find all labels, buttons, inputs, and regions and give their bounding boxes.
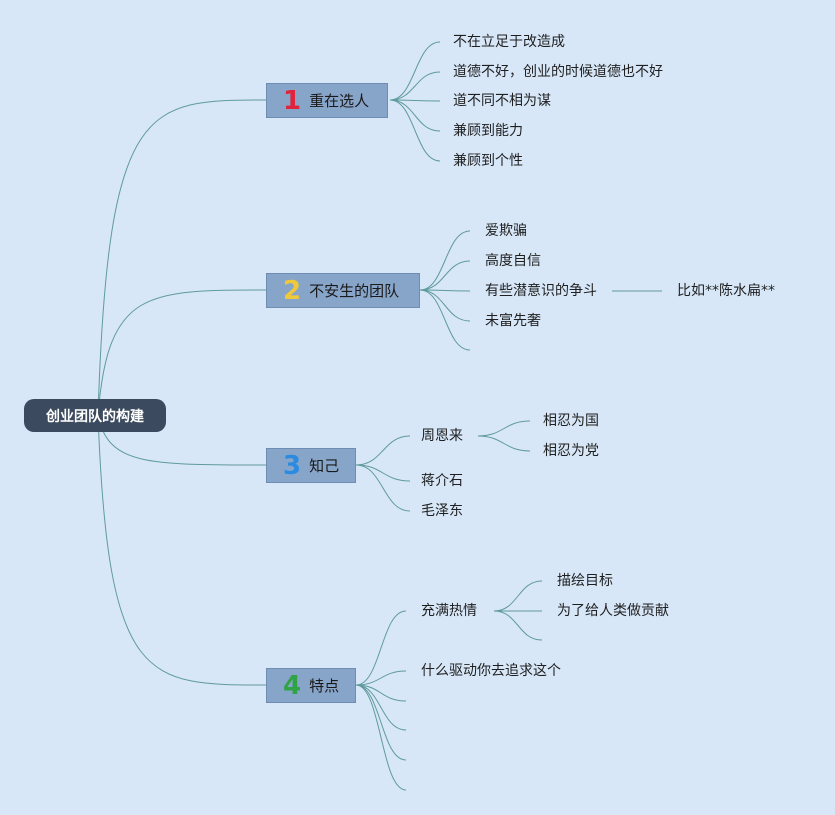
- branch-node-4[interactable]: 4 特点: [266, 668, 356, 703]
- leaf-2-3[interactable]: 有些潜意识的争斗: [485, 283, 597, 299]
- leaf-4-1[interactable]: 充满热情: [421, 603, 477, 619]
- b4-sub-link-3: [493, 610, 543, 641]
- branch-number-3: 3: [283, 450, 302, 481]
- subnote-2[interactable]: 比如**陈水扁**: [677, 283, 775, 299]
- b3-link-1: [355, 435, 411, 466]
- root-link-1: [97, 99, 267, 416]
- subleaf-4-1[interactable]: 描绘目标: [557, 573, 613, 589]
- subleaf-4-2[interactable]: 为了给人类做贡献: [557, 603, 669, 619]
- leaf-1-4[interactable]: 兼顾到能力: [453, 123, 523, 139]
- b1-link-4: [389, 99, 441, 132]
- leaf-1-5[interactable]: 兼顾到个性: [453, 153, 523, 169]
- b4-sub-link-1: [493, 580, 543, 612]
- b4-link-2: [355, 670, 407, 686]
- b4-link-6: [355, 684, 407, 791]
- b2-link-1: [419, 230, 471, 291]
- subleaf-3-1[interactable]: 相忍为国: [543, 413, 599, 429]
- b1-link-5: [389, 99, 441, 162]
- leaf-1-2[interactable]: 道德不好，创业的时候道德也不好: [453, 64, 663, 80]
- branch-label-4: 特点: [309, 677, 340, 695]
- leaf-3-3[interactable]: 毛泽东: [421, 503, 463, 519]
- leaf-2-4[interactable]: 未富先奢: [485, 313, 541, 329]
- leaf-4-2[interactable]: 什么驱动你去追求这个: [421, 663, 561, 679]
- b1-link-3: [389, 99, 441, 102]
- branch-node-1[interactable]: 1 重在选人: [266, 83, 388, 118]
- b3-link-3: [355, 464, 411, 512]
- b4-link-4: [355, 684, 407, 731]
- branch-number-4: 4: [283, 670, 302, 701]
- b4-link-5: [355, 684, 407, 761]
- b3-sub-link-2: [477, 435, 531, 452]
- subleaf-3-2[interactable]: 相忍为党: [543, 443, 599, 459]
- leaf-1-3[interactable]: 道不同不相为谋: [453, 93, 551, 109]
- leaf-1-1[interactable]: 不在立足于改造成: [453, 34, 565, 50]
- branch-number-2: 2: [283, 275, 302, 306]
- leaf-3-2[interactable]: 蒋介石: [421, 473, 463, 489]
- branch-node-3[interactable]: 3 知己: [266, 448, 356, 483]
- leaf-2-2[interactable]: 高度自信: [485, 253, 541, 269]
- b2-link-5: [419, 289, 471, 351]
- root-label: 创业团队的构建: [46, 408, 144, 425]
- b3-link-2: [355, 464, 411, 482]
- root-link-2: [97, 289, 267, 416]
- leaf-3-1[interactable]: 周恩来: [421, 428, 463, 444]
- branch-label-2: 不安生的团队: [309, 282, 400, 300]
- b1-link-2: [389, 71, 441, 101]
- branch-label-1: 重在选人: [309, 92, 370, 110]
- b3-sub-link-1: [477, 420, 531, 437]
- b2-link-4: [419, 289, 471, 322]
- b2-link-2: [419, 260, 471, 291]
- b4-link-3: [355, 684, 407, 702]
- branch-label-3: 知己: [309, 457, 340, 475]
- branch-number-1: 1: [283, 85, 302, 116]
- root-node[interactable]: 创业团队的构建: [24, 399, 166, 432]
- b2-link-3: [419, 289, 471, 292]
- root-link-4: [97, 414, 267, 686]
- b1-link-1: [389, 41, 441, 101]
- branch-node-2[interactable]: 2 不安生的团队: [266, 273, 420, 308]
- b4-link-1: [355, 610, 407, 686]
- leaf-2-1[interactable]: 爱欺骗: [485, 223, 527, 239]
